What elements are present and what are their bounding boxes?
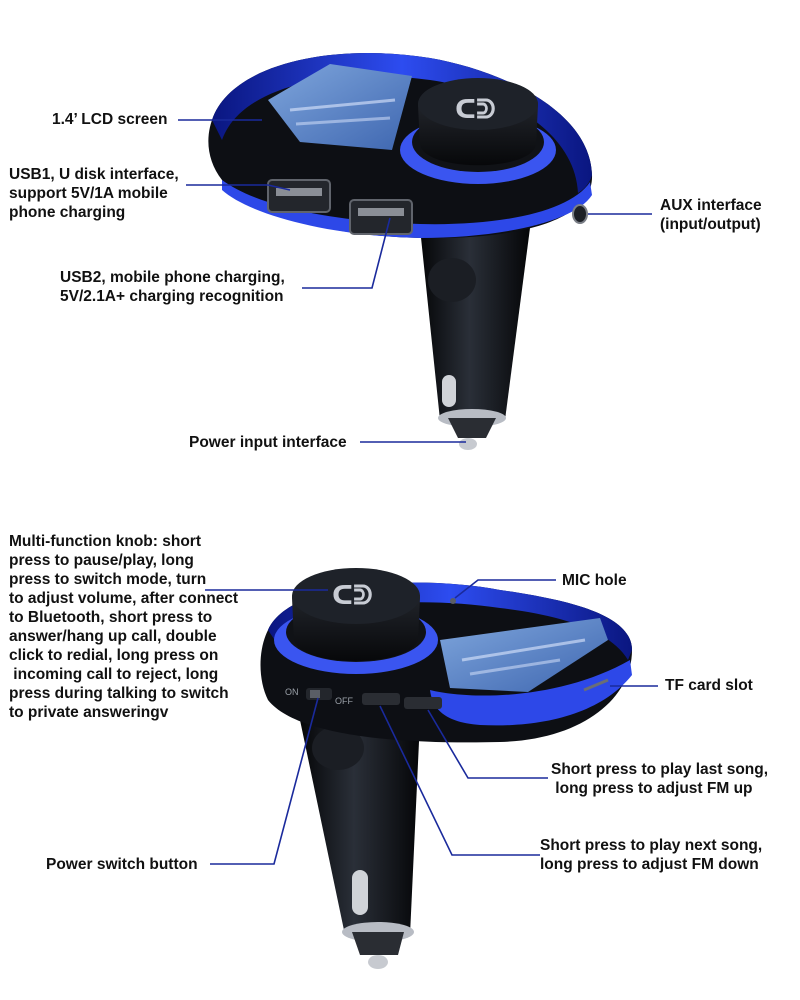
label-usb1: USB1, U disk interface, support 5V/1A mo… <box>9 165 179 222</box>
plug-stem-top <box>420 228 530 420</box>
mic-hole-dot <box>450 598 456 604</box>
label-next-song-line: Short press to play next song, <box>540 837 763 854</box>
label-last-song-line: Short press to play last song, <box>551 761 769 778</box>
knob-cap-top <box>418 78 538 130</box>
device-top <box>208 53 593 450</box>
label-aux-line: AUX interface <box>660 197 762 214</box>
label-usb2-line: 5V/2.1A+ charging recognition <box>60 288 284 305</box>
blue-band-bottom <box>430 660 632 726</box>
label-aux-line: (input/output) <box>660 216 761 233</box>
label-next-song: Short press to play next song, long pres… <box>540 836 762 874</box>
knob-cap-bottom <box>292 568 420 624</box>
label-knob-line: to Bluetooth, short press to <box>9 609 213 626</box>
label-usb2: USB2, mobile phone charging, 5V/2.1A+ ch… <box>60 268 285 306</box>
label-knob-line: to private answeringv <box>9 704 169 721</box>
label-knob-line: Multi-function knob: short <box>9 533 201 550</box>
label-knob-line: to adjust volume, after connect <box>9 590 239 607</box>
label-usb1-line: support 5V/1A mobile <box>9 185 168 202</box>
label-knob: Multi-function knob: short press to paus… <box>9 532 238 722</box>
label-knob-line: incoming call to reject, long <box>9 666 219 683</box>
label-aux: AUX interface (input/output) <box>660 196 762 234</box>
tf-card-slot <box>583 678 609 692</box>
label-last-song: Short press to play last song, long pres… <box>551 760 768 798</box>
leader-usb1 <box>186 184 291 191</box>
label-tf-card: TF card slot <box>665 677 753 694</box>
logo-top: ᑕᕲ <box>455 95 496 125</box>
stem-grip-bottom <box>312 726 364 770</box>
lcd-screen-top <box>268 64 412 150</box>
aux-jack-top <box>572 204 588 224</box>
label-lcd-screen: 1.4’ LCD screen <box>52 111 168 128</box>
logo-bottom: ᑕᕲ <box>332 581 373 611</box>
leader-next-song <box>379 705 540 856</box>
next-button <box>404 697 442 709</box>
leader-lines <box>178 119 658 865</box>
plug-contact-top <box>459 438 477 450</box>
stem-grip-top <box>428 258 476 302</box>
blue-band-top <box>222 180 592 238</box>
label-knob-line: click to redial, long press on <box>9 647 219 664</box>
label-usb2-line: USB2, mobile phone charging, <box>60 269 285 286</box>
usb2-port-top <box>349 199 413 235</box>
label-next-song-line: long press to adjust FM down <box>540 856 759 873</box>
label-knob-line: press to pause/play, long <box>9 552 194 569</box>
plug-tip-top <box>448 418 496 438</box>
label-knob-line: press to switch mode, turn <box>9 571 207 588</box>
switch-off-label: OFF <box>335 696 353 706</box>
switch-on-label: ON <box>285 687 299 697</box>
device-bottom <box>260 568 632 969</box>
leader-usb2 <box>302 217 391 289</box>
plug-tip-bottom <box>352 932 404 955</box>
plug-spring-top <box>442 375 456 407</box>
label-power-switch: Power switch button <box>46 856 198 873</box>
leader-last-song <box>427 709 548 779</box>
label-usb1-line: phone charging <box>9 204 126 221</box>
label-knob-line: press during talking to switch <box>9 685 229 702</box>
label-usb1-line: USB1, U disk interface, <box>9 166 179 183</box>
label-last-song-line: long press to adjust FM up <box>551 780 753 797</box>
plug-spring-bottom <box>352 870 368 915</box>
label-power-input: Power input interface <box>189 434 347 451</box>
label-mic: MIC hole <box>562 572 627 589</box>
leader-power-switch <box>210 697 319 865</box>
plug-contact-bottom <box>368 955 388 969</box>
label-knob-line: answer/hang up call, double <box>9 628 217 645</box>
plug-stem-bottom <box>300 720 420 935</box>
prev-button <box>362 693 400 705</box>
leader-mic <box>454 579 556 599</box>
